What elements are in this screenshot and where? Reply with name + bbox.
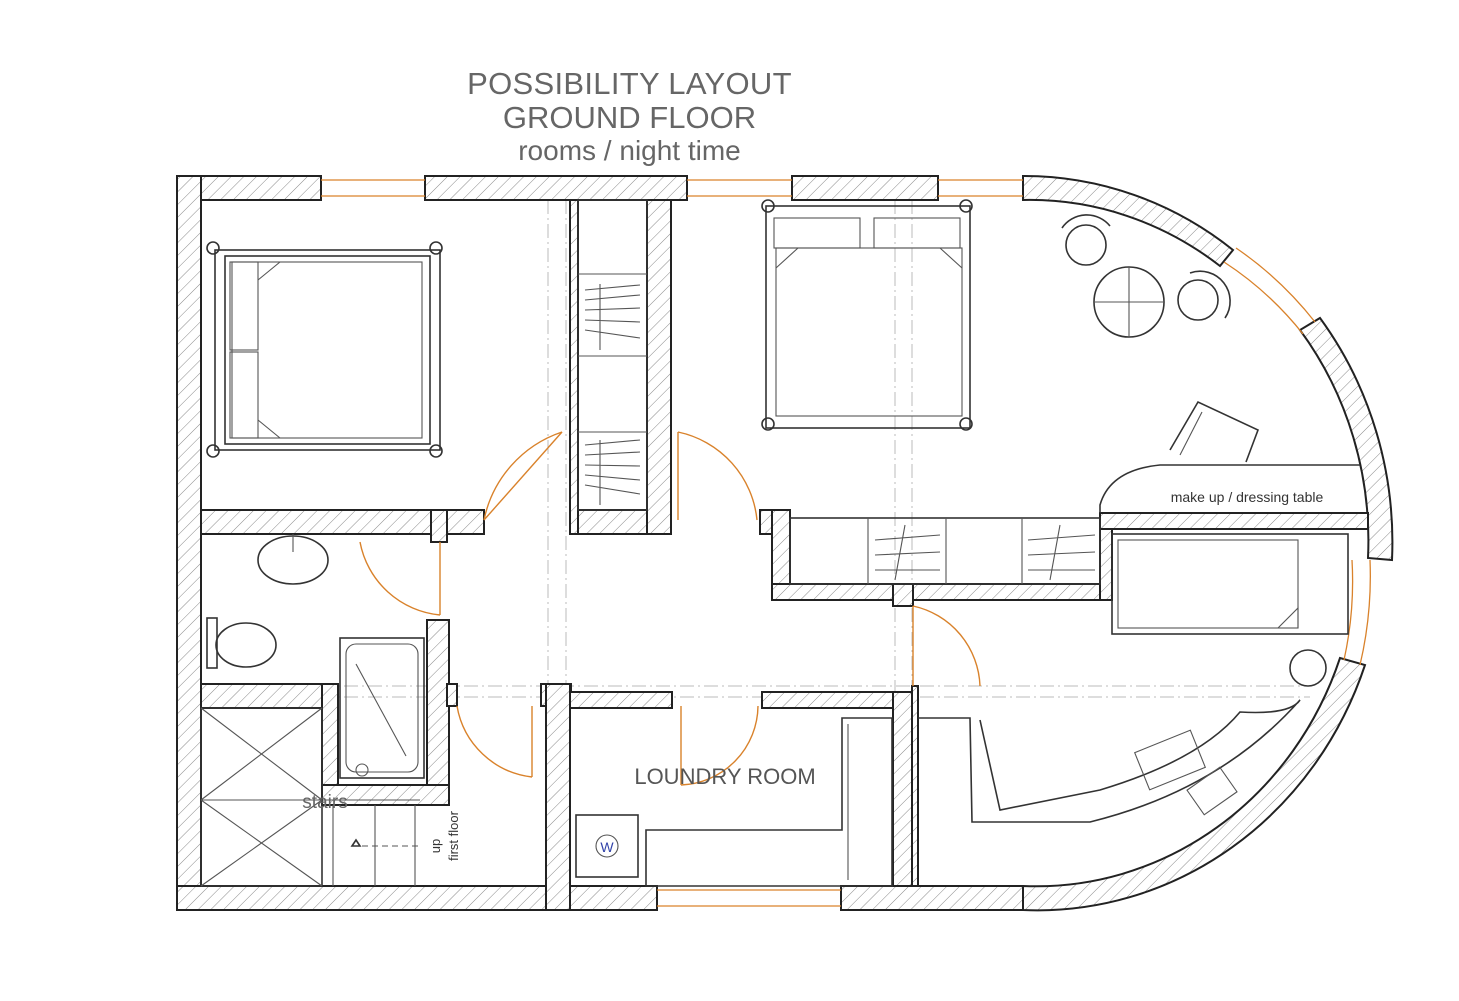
dressing-table [1099,400,1360,513]
plan-title: POSSIBILITY LAYOUT [467,66,792,101]
laundry-room-label: LOUNDRY ROOM [634,764,815,789]
windows [321,179,1371,907]
double-bed-left [206,241,443,458]
first-floor-label: first floor [446,810,461,861]
single-bed [1111,533,1349,687]
round-table-with-chairs [1061,214,1231,338]
laundry-counter [575,717,893,887]
wardrobe-central [577,199,648,511]
wardrobe-right [789,517,1101,585]
stairs-label: stairs [302,792,347,813]
curved-desk [918,699,1301,823]
plan-subtitle: GROUND FLOOR [502,100,757,135]
double-bed-right [761,199,973,431]
bathroom-fixtures [206,534,425,779]
outer-walls [176,174,1394,912]
plan-caption: rooms / night time [518,135,741,166]
interior-walls [200,199,1369,911]
up-label: up [428,839,443,853]
door-swings [359,431,981,786]
staircase [200,707,420,887]
washer-label: W [600,839,614,855]
dressing-table-label: make up / dressing table [1171,489,1324,505]
